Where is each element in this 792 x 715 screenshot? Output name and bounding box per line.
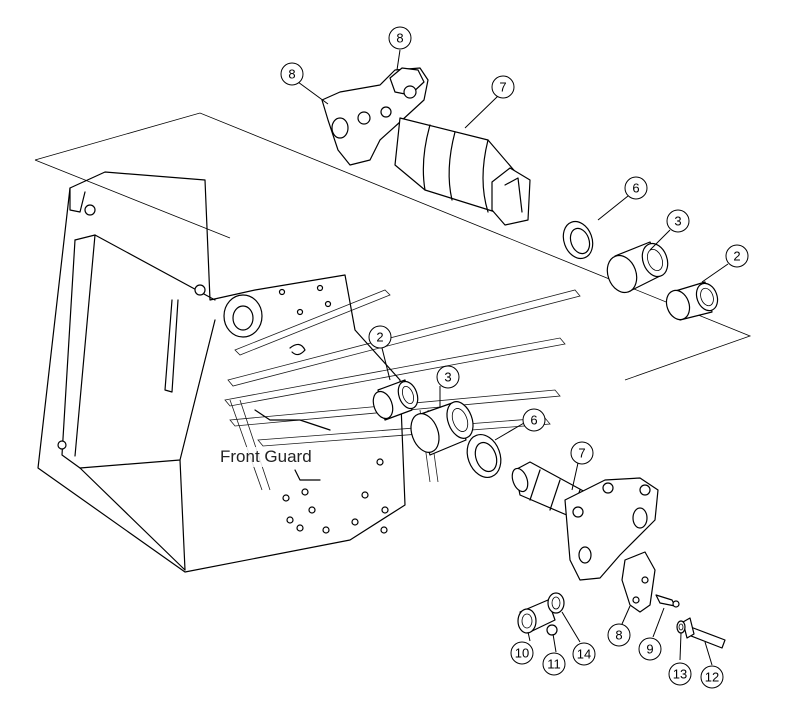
lower-bracket [564, 477, 659, 581]
svg-text:6: 6 [632, 181, 639, 196]
callout-8-top: 8 [388, 26, 412, 50]
callout-3-upper: 3 [666, 209, 690, 233]
callout-13: 13 [668, 662, 692, 686]
leader-lines [297, 49, 729, 666]
callout-7-top: 7 [491, 75, 515, 99]
svg-text:2: 2 [376, 330, 383, 345]
svg-text:9: 9 [646, 642, 653, 657]
svg-text:7: 7 [578, 446, 585, 461]
callout-6-lower: 6 [522, 408, 546, 432]
svg-text:8: 8 [396, 31, 403, 46]
svg-text:14: 14 [577, 647, 591, 662]
callout-6-upper: 6 [624, 176, 648, 200]
diagram-caption: Front Guard [220, 447, 312, 467]
lower-bushing-2 [372, 379, 419, 421]
callout-14: 14 [572, 642, 596, 666]
ring-14 [547, 592, 565, 614]
upper-bushing-3 [606, 241, 669, 294]
callout-8-left: 8 [280, 62, 304, 86]
svg-text:8: 8 [288, 67, 295, 82]
callout-3-lower: 3 [436, 365, 460, 389]
callout-2-lower: 2 [368, 325, 392, 349]
lower-clamp [621, 551, 656, 613]
svg-text:10: 10 [515, 646, 529, 661]
svg-text:8: 8 [615, 628, 622, 643]
upper-bushing-2 [665, 281, 719, 321]
callout-10: 10 [510, 641, 534, 665]
upper-bracket-assembly [321, 67, 531, 226]
svg-text:12: 12 [705, 670, 719, 685]
pin-11 [546, 624, 558, 636]
svg-text:7: 7 [499, 80, 506, 95]
cap-10 [517, 599, 556, 634]
mount-plate-holes [278, 284, 389, 534]
lower-bushing-3 [410, 401, 474, 456]
reference-plane [34, 112, 752, 381]
front-guard-frame [37, 171, 406, 573]
washer-13 [676, 620, 686, 634]
lower-bushing-6 [466, 434, 502, 478]
svg-text:3: 3 [444, 370, 451, 385]
callout-8-lower: 8 [607, 623, 631, 647]
callout-12: 12 [700, 665, 724, 689]
svg-text:3: 3 [674, 214, 681, 229]
svg-text:11: 11 [547, 657, 561, 672]
bolt-12 [682, 617, 726, 649]
svg-text:2: 2 [733, 249, 740, 264]
callout-9: 9 [638, 637, 662, 661]
callout-11: 11 [542, 652, 566, 676]
svg-text:13: 13 [673, 667, 687, 682]
svg-text:6: 6 [530, 413, 537, 428]
upper-bushing-6 [562, 220, 594, 260]
grease-fitting-9 [655, 594, 680, 608]
callout-7-lower: 7 [570, 441, 594, 465]
callout-2-upper: 2 [725, 244, 749, 268]
